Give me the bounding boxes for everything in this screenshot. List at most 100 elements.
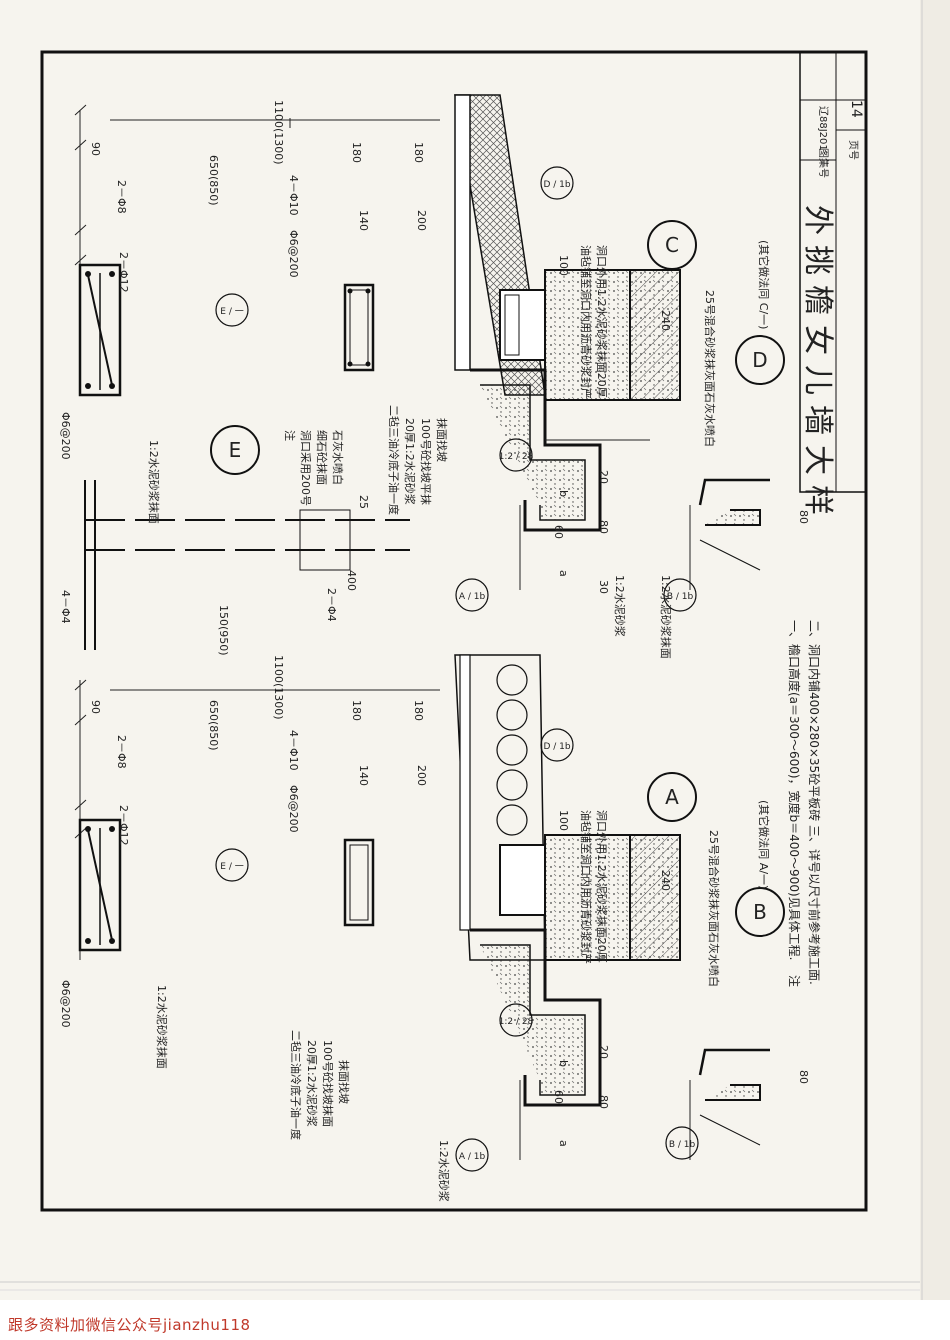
- detail-lower: [74, 654, 770, 1160]
- dim-240-upper: 240: [659, 310, 672, 331]
- watermark-text: 跟多资料加微信公众号jianzhu118: [8, 1316, 251, 1334]
- ref-circle-e-lower: E / 一: [215, 848, 249, 882]
- svg-text:A / 1b: A / 1b: [459, 1152, 486, 1162]
- svg-text:E / 一: E / 一: [220, 307, 243, 317]
- rebar-label-2-12-lower: 2－Φ12: [117, 805, 130, 846]
- rebar-label-6-200-lower: Φ6@200: [59, 980, 72, 1028]
- dim-180-lower-b: 180: [412, 700, 425, 721]
- dim-80-lower-b: 80: [797, 1070, 810, 1084]
- drawing-border: [40, 50, 868, 1212]
- rebar-label-2-8-lower: 2－Φ8: [115, 735, 128, 769]
- label-sand-upper: 20厚1:2水泥砂浆: [403, 418, 417, 505]
- dim-80-lower: 80: [597, 1095, 610, 1109]
- dim-60-upper: 60: [552, 525, 565, 539]
- label-mortar-upper: 1:2水泥砂浆抹面: [147, 440, 161, 524]
- dim-90-lower: 90: [89, 700, 102, 714]
- dim-650-upper: 650(850): [207, 155, 220, 206]
- dim-90-upper: 90: [89, 142, 102, 156]
- slope-mark-upper: 1:2 / 28: [499, 438, 534, 472]
- atlas-label: 图集号: [817, 148, 830, 178]
- notes-line-2: 二、洞口内铺400×280×35砼平板砖 三、详号以尺寸前参考施工面.: [807, 620, 822, 985]
- label-cement-upper: 1:2水泥砂浆: [613, 575, 627, 637]
- svg-text:B / 1b: B / 1b: [667, 592, 694, 602]
- atlas-number: 辽88J201: [817, 106, 829, 151]
- dim-a-lower: a: [557, 1140, 570, 1147]
- label-e-note-2: 洞口采用200号: [299, 430, 312, 506]
- title-block: 图集号 辽88J201 页号 14 外挑檐女儿墙大样: [799, 51, 867, 525]
- caption-b: (其它做法同 A/一): [757, 800, 771, 889]
- detail-circle-b: B: [735, 887, 785, 937]
- svg-text:B / 1b: B / 1b: [669, 1140, 696, 1150]
- dim-150: 150(950): [217, 605, 230, 656]
- svg-text:D / 1b: D / 1b: [543, 180, 570, 190]
- dim-25-upper: 25: [357, 495, 370, 509]
- dim-1100-lower: 1100(1300): [272, 655, 285, 720]
- label-lime-b: 25号混合砂浆抹灰面石灰水喷白: [707, 830, 721, 987]
- notes-heading: 注: [787, 975, 802, 987]
- rebar-label-6-200-upper-b: Φ6@200: [287, 230, 300, 278]
- dim-180-upper-a: 180: [350, 142, 363, 163]
- caption-c: (其它做法同 C/一): [757, 240, 771, 329]
- detail-circle-c: C: [647, 220, 697, 270]
- ref-circle-a-1b-lower: A / 1b: [455, 1138, 489, 1172]
- label-protect-lower: 抹面找坡: [337, 1060, 351, 1104]
- rebar-label-2-4: 2－Φ4: [325, 588, 338, 622]
- label-oil-felt-lower: 二毡三油冷底子油一度: [289, 1030, 303, 1140]
- label-concrete-lower: 100号砼找坡抹面: [321, 1040, 335, 1127]
- sheet-title: 外挑檐女儿墙大样: [800, 205, 835, 525]
- rebar-label-4-4: 4－Φ4: [59, 590, 72, 624]
- rebar-label-4-10-upper: 4－Φ10: [287, 175, 300, 216]
- svg-text:D / 1b: D / 1b: [543, 742, 570, 752]
- detail-circle-a: A: [647, 772, 697, 822]
- page-number: 14: [848, 100, 864, 118]
- dim-200-upper: 200: [415, 210, 428, 231]
- rebar-label-2-12-upper: 2－Φ12: [117, 252, 130, 293]
- svg-text:A / 1b: A / 1b: [459, 592, 486, 602]
- dim-a-upper: a: [557, 570, 570, 577]
- dim-200-lower: 200: [415, 765, 428, 786]
- dim-60-lower: 60: [552, 1090, 565, 1104]
- label-inner-c2: 洞口外用1:2水泥砂浆抹面20厚: [595, 245, 609, 398]
- svg-text:1:2 / 28: 1:2 / 28: [499, 452, 534, 462]
- dim-b-lower: b: [557, 1060, 570, 1067]
- dim-b-upper: b: [557, 490, 570, 497]
- label-inner-a2: 洞口外用1:2水泥砂浆抹面20厚: [595, 810, 609, 963]
- ref-circle-b-1b-upper: B / 1b: [663, 578, 697, 612]
- dim-20-lower: 20: [597, 1045, 610, 1059]
- detail-upper: [74, 94, 770, 590]
- label-e-note-4: 石灰水喷白: [331, 430, 345, 485]
- rebar-label-6-200-lower-b: Φ6@200: [287, 785, 300, 833]
- rebar-label-4-10-lower: 4－Φ10: [287, 730, 300, 771]
- label-cement20-lower: 20厚1:2水泥砂浆: [305, 1040, 319, 1127]
- label-e-note-1: 注: [283, 430, 297, 441]
- dim-1100-upper: 1100(1300): [272, 100, 285, 165]
- label-protect-upper: 抹面找坡: [435, 418, 449, 462]
- svg-text:1:2 / 28: 1:2 / 28: [499, 1017, 534, 1027]
- dim-30-upper: 30: [597, 580, 610, 594]
- ref-circle-b-1b-lower: B / 1b: [665, 1126, 699, 1160]
- label-mortar-lower: 1:2水泥砂浆抹面: [155, 985, 169, 1069]
- dim-20-upper: 20: [597, 470, 610, 484]
- page-label: 页号: [847, 140, 859, 160]
- svg-text:B: B: [753, 900, 767, 924]
- dim-400: 400: [345, 570, 358, 591]
- svg-text:C: C: [665, 233, 679, 257]
- label-oil-felt-upper: 二毡三油冷底子油一度: [387, 405, 401, 515]
- svg-text:D: D: [752, 348, 767, 372]
- dim-180-lower-a: 180: [350, 700, 363, 721]
- dim-80-upper-d: 80: [797, 510, 810, 524]
- dim-80-upper: 80: [597, 520, 610, 534]
- label-cement-lower: 1:2水泥砂浆: [437, 1140, 451, 1202]
- label-inner-a: 油毡铺至洞口内用沥青砂浆封严: [579, 810, 593, 964]
- label-mortar-face: 1:2水泥砂浆抹面: [659, 575, 673, 659]
- slope-mark-lower: 1:2 / 28: [499, 1003, 534, 1037]
- detail-circle-e: E: [210, 425, 260, 475]
- rebar-label-6-200-upper: Φ6@200: [59, 412, 72, 460]
- ref-circle-a-1b-upper: A / 1b: [455, 578, 489, 612]
- dim-240-lower: 240: [659, 870, 672, 891]
- rebar-label-2-8-upper: 2－Φ8: [115, 180, 128, 214]
- label-e-note-3: 细石砼抹面: [315, 430, 328, 485]
- ref-circle-d-1b-lower: D / 1b: [540, 728, 574, 762]
- dim-100-lower: 100: [557, 810, 570, 831]
